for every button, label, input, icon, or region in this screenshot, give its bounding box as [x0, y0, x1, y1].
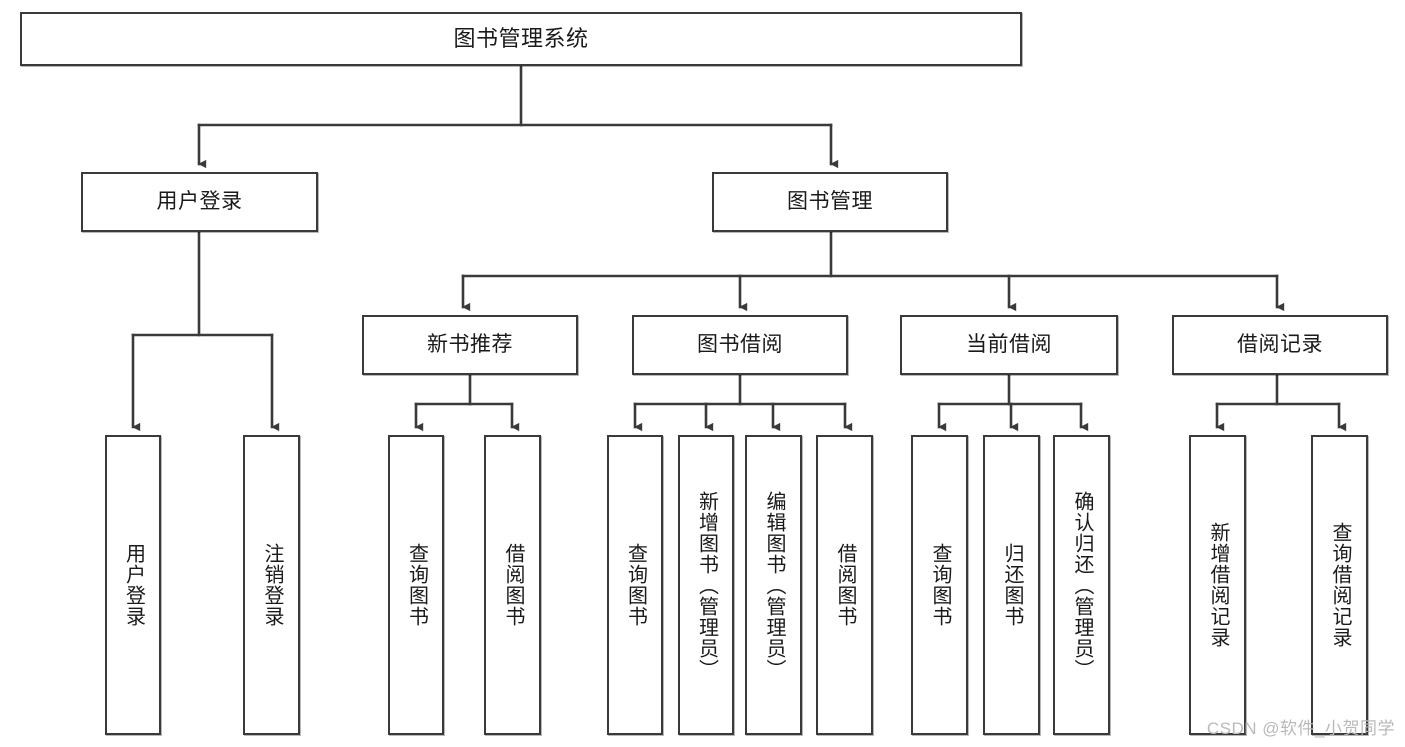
node-new-book-recommend[interactable]: 新书推荐 — [362, 315, 578, 375]
node-leaf-borrow-book-recommend[interactable]: 借阅图书 — [484, 435, 541, 735]
node-leaf-confirm-return-admin[interactable]: 确认归还（管理员） — [1053, 435, 1110, 735]
node-book-borrow[interactable]: 图书借阅 — [632, 315, 848, 375]
node-root-system[interactable]: 图书管理系统 — [20, 12, 1022, 66]
node-book-management[interactable]: 图书管理 — [712, 172, 948, 232]
node-leaf-return-book[interactable]: 归还图书 — [983, 435, 1040, 735]
node-leaf-borrow-book[interactable]: 借阅图书 — [816, 435, 873, 735]
node-leaf-logout[interactable]: 注销登录 — [243, 435, 300, 735]
node-leaf-add-borrow-record[interactable]: 新增借阅记录 — [1189, 435, 1246, 735]
node-leaf-add-book-admin[interactable]: 新增图书（管理员） — [678, 435, 734, 735]
node-user-login[interactable]: 用户登录 — [81, 172, 318, 232]
node-leaf-query-book-recommend[interactable]: 查询图书 — [388, 435, 444, 735]
node-leaf-edit-book-admin[interactable]: 编辑图书（管理员） — [745, 435, 802, 735]
node-leaf-user-login[interactable]: 用户登录 — [105, 435, 161, 735]
node-leaf-query-book-current[interactable]: 查询图书 — [911, 435, 968, 735]
node-leaf-query-borrow-record[interactable]: 查询借阅记录 — [1311, 435, 1368, 735]
node-leaf-query-book-borrow[interactable]: 查询图书 — [607, 435, 663, 735]
node-borrow-record[interactable]: 借阅记录 — [1172, 315, 1388, 375]
watermark: CSDN @软件_小贺同学 — [1206, 719, 1395, 738]
node-current-borrow[interactable]: 当前借阅 — [900, 315, 1118, 375]
